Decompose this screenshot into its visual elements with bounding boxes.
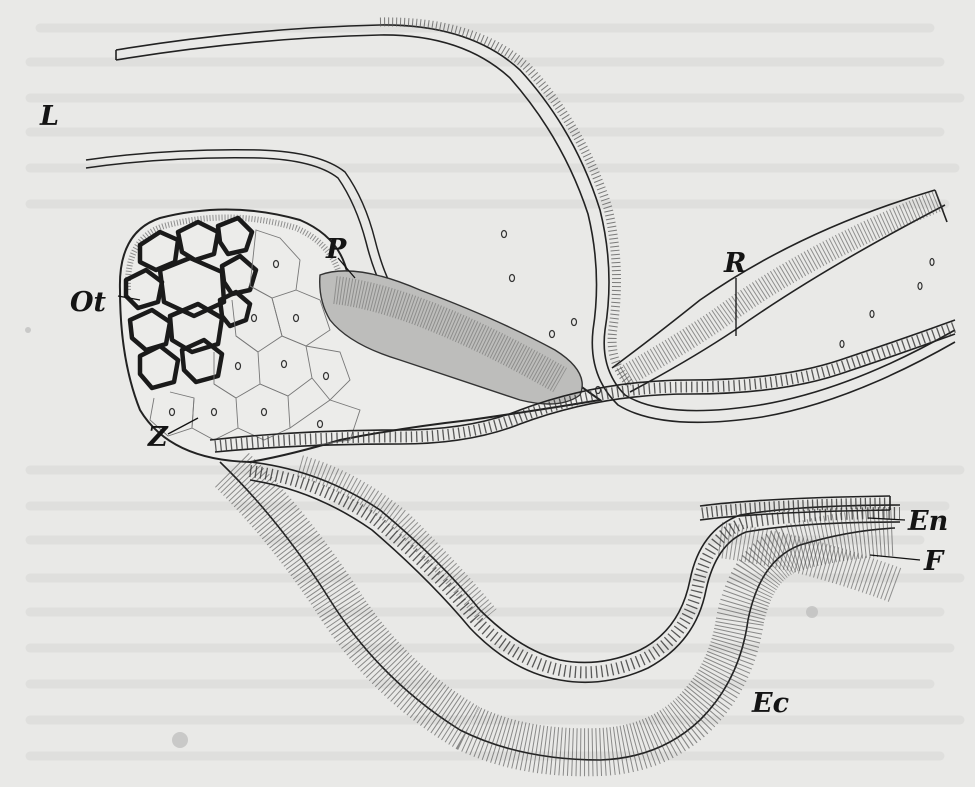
label-Ec: Ec [752,690,789,717]
label-F: F [924,548,943,575]
label-Ot: Ot [70,289,106,316]
label-Z: Z [148,424,168,451]
label-P: P [326,236,346,263]
label-En: En [908,508,948,535]
label-R: R [724,250,746,277]
label-L: L [40,103,59,130]
